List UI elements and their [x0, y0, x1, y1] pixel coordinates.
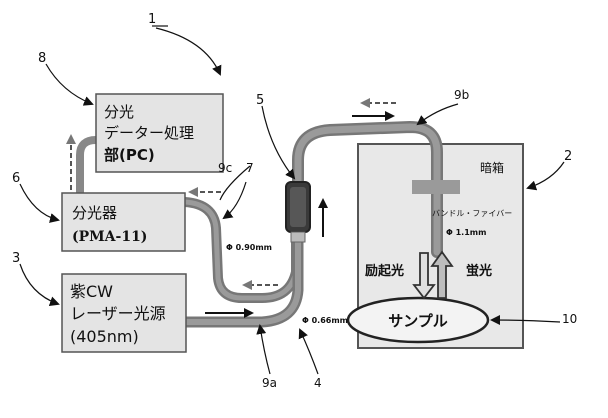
- spectrometer-line2: (PMA-11): [72, 229, 147, 245]
- darkbox-label: 暗箱: [480, 160, 504, 175]
- ref-10: 10: [562, 312, 577, 326]
- ref-9b: 9b: [454, 88, 469, 102]
- sample-label: サンプル: [388, 312, 448, 330]
- laser-line2: レーザー光源: [70, 304, 166, 323]
- fiber-holder: [412, 180, 460, 194]
- excitation-arrow: [412, 252, 436, 300]
- ref-8: 8: [38, 51, 46, 66]
- fluorescence-arrow: [430, 250, 454, 299]
- ref-9a: 9a: [262, 376, 277, 390]
- fiber-9a: [180, 234, 304, 328]
- dia-11-label: Φ 1.1mm: [446, 228, 486, 237]
- sample-ellipse: [346, 296, 490, 344]
- coupler-body: [285, 181, 311, 243]
- ref-6: 6: [12, 171, 20, 186]
- bundle-fiber-label: バンドル・ファイバー: [432, 209, 512, 218]
- ref-5: 5: [256, 93, 264, 108]
- ref-4: 4: [314, 376, 322, 390]
- ref-9c: 9c: [218, 161, 232, 175]
- fluorescence-label: 蛍光: [466, 263, 492, 279]
- laser-line1: 紫CW: [70, 282, 113, 301]
- ref-7: 7: [246, 161, 254, 175]
- pc-box: [95, 93, 224, 173]
- dia-090-label: Φ 0.90mm: [226, 243, 272, 252]
- ref-3: 3: [12, 251, 20, 266]
- fiber-cables: [76, 121, 443, 328]
- leader-lines: [19, 25, 565, 375]
- ref-2: 2: [564, 149, 572, 164]
- spectrometer-line1: 分光器: [72, 204, 117, 222]
- ref-figure-number: 1: [148, 12, 156, 27]
- laser-line3: (405nm): [70, 327, 139, 346]
- pc-line2: データー処理: [104, 124, 194, 142]
- laser-box: [61, 273, 187, 353]
- pc-line1: 分光: [104, 103, 134, 121]
- pc-line3: 部(PC): [104, 146, 155, 164]
- spectrometer-box: [61, 192, 186, 252]
- excitation-label: 励起光: [365, 263, 404, 279]
- dia-066-label: Φ 0.66mm: [302, 316, 348, 325]
- pc-cable: [76, 136, 100, 197]
